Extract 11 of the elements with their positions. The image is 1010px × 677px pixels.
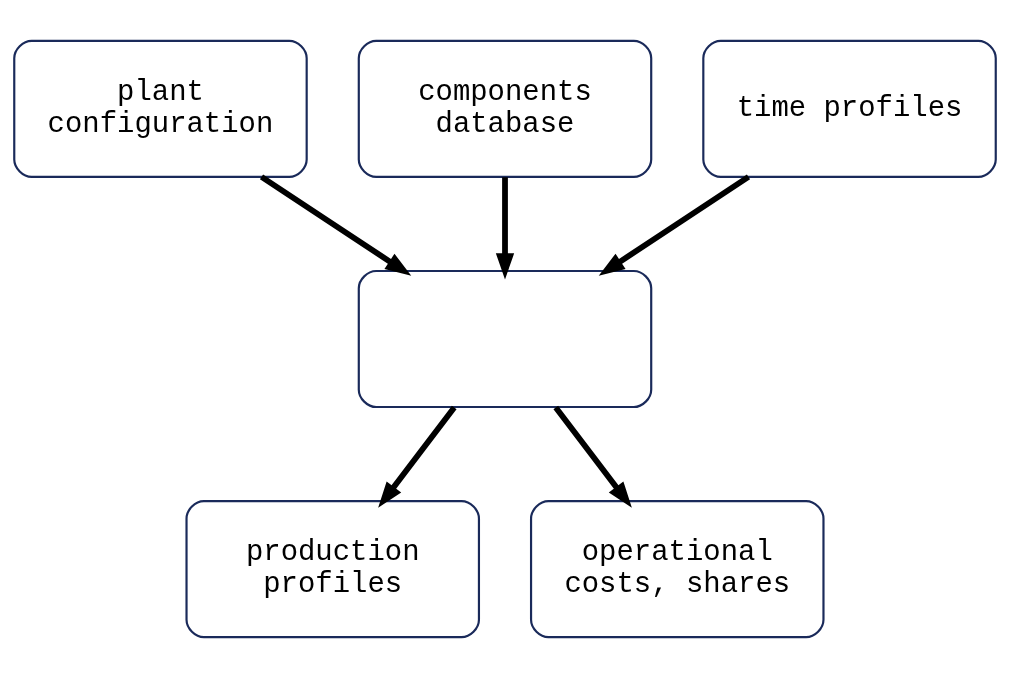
node-box: plant configuration — [13, 39, 308, 178]
node-box: time profiles — [702, 39, 997, 178]
arrow — [378, 405, 457, 508]
arrow — [259, 174, 412, 276]
arrow — [553, 405, 632, 508]
node-box — [357, 269, 653, 408]
node-box: production profiles — [185, 499, 481, 638]
arrow — [495, 176, 515, 279]
node-box: components database — [357, 39, 653, 178]
arrow — [598, 174, 751, 276]
node-box: operational costs, shares — [529, 499, 825, 638]
